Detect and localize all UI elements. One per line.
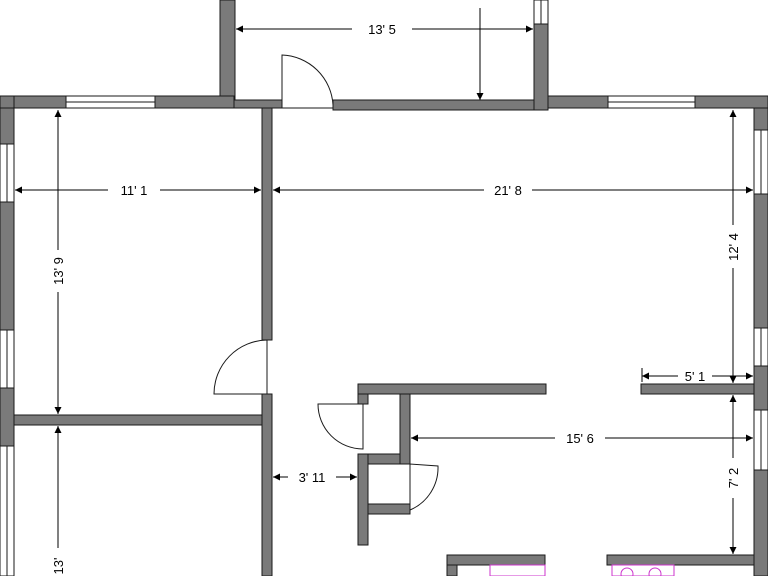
wall-lower-center [446, 554, 546, 566]
wall-top-center-left [233, 99, 283, 109]
fixture-counter [489, 564, 546, 576]
door-entry [281, 54, 334, 109]
wall-left-2 [0, 201, 15, 331]
wall-right-2 [753, 193, 768, 329]
wall-hall-shelf-1 [367, 453, 401, 465]
dim-label-bedroom-width: 11' 1 [121, 183, 148, 198]
dim-label-corridor: 15' 6 [566, 431, 594, 446]
wall-hall-left-lower [357, 453, 369, 546]
wall-top-center [332, 99, 535, 111]
dim-label-living-width: 21' 8 [494, 183, 522, 198]
dim-label-right-lower: 7' 2 [726, 468, 741, 489]
wall-right-room-top [640, 383, 755, 395]
wall-top-left-mid [154, 95, 235, 109]
door-closet [317, 403, 364, 450]
fixtures [489, 564, 675, 576]
wall-right-1 [753, 107, 768, 131]
wall-lower-center-vertical [446, 564, 458, 576]
dim-label-top-opening: 13' 5 [368, 22, 396, 37]
dimension-lines [15, 8, 753, 554]
wall-bedroom-partition-lower [261, 393, 273, 576]
wall-right-room-bottom [606, 554, 755, 566]
wall-bedroom-partition-upper [261, 107, 273, 341]
wall-top-right-vertical [533, 23, 549, 111]
wall-hall-top [357, 383, 547, 395]
dim-label-hall: 3' 11 [299, 470, 326, 485]
doors [213, 54, 439, 511]
dim-label-right-small: 5' 1 [685, 369, 706, 384]
dim-label-lower-bedroom: 13' [51, 558, 66, 575]
dim-label-right-upper: 12' 4 [726, 233, 741, 261]
dimension-labels: 13' 5 11' 1 21' 8 13' 9 12' 4 5' 1 15' 6… [51, 22, 741, 574]
wall-left-1 [0, 107, 15, 145]
dim-label-bedroom-depth: 13' 9 [51, 257, 66, 285]
wall-hall-inner-vertical [399, 393, 411, 465]
wall-bedroom-divider [13, 414, 263, 426]
stove-burner-icon [620, 567, 634, 576]
stove-burner-icon [648, 567, 662, 576]
wall-top-left-vertical [219, 0, 236, 109]
wall-right-3 [753, 365, 768, 411]
door-hall-closet [409, 463, 439, 511]
wall-hall-left-upper [357, 393, 369, 405]
fixture-stove [611, 564, 675, 576]
wall-top-right-end [694, 95, 768, 109]
door-bedroom [213, 339, 268, 395]
wall-hall-shelf-2 [367, 503, 411, 515]
wall-right-4 [753, 469, 768, 576]
wall-top-right [547, 95, 609, 109]
wall-left-3 [0, 387, 15, 447]
